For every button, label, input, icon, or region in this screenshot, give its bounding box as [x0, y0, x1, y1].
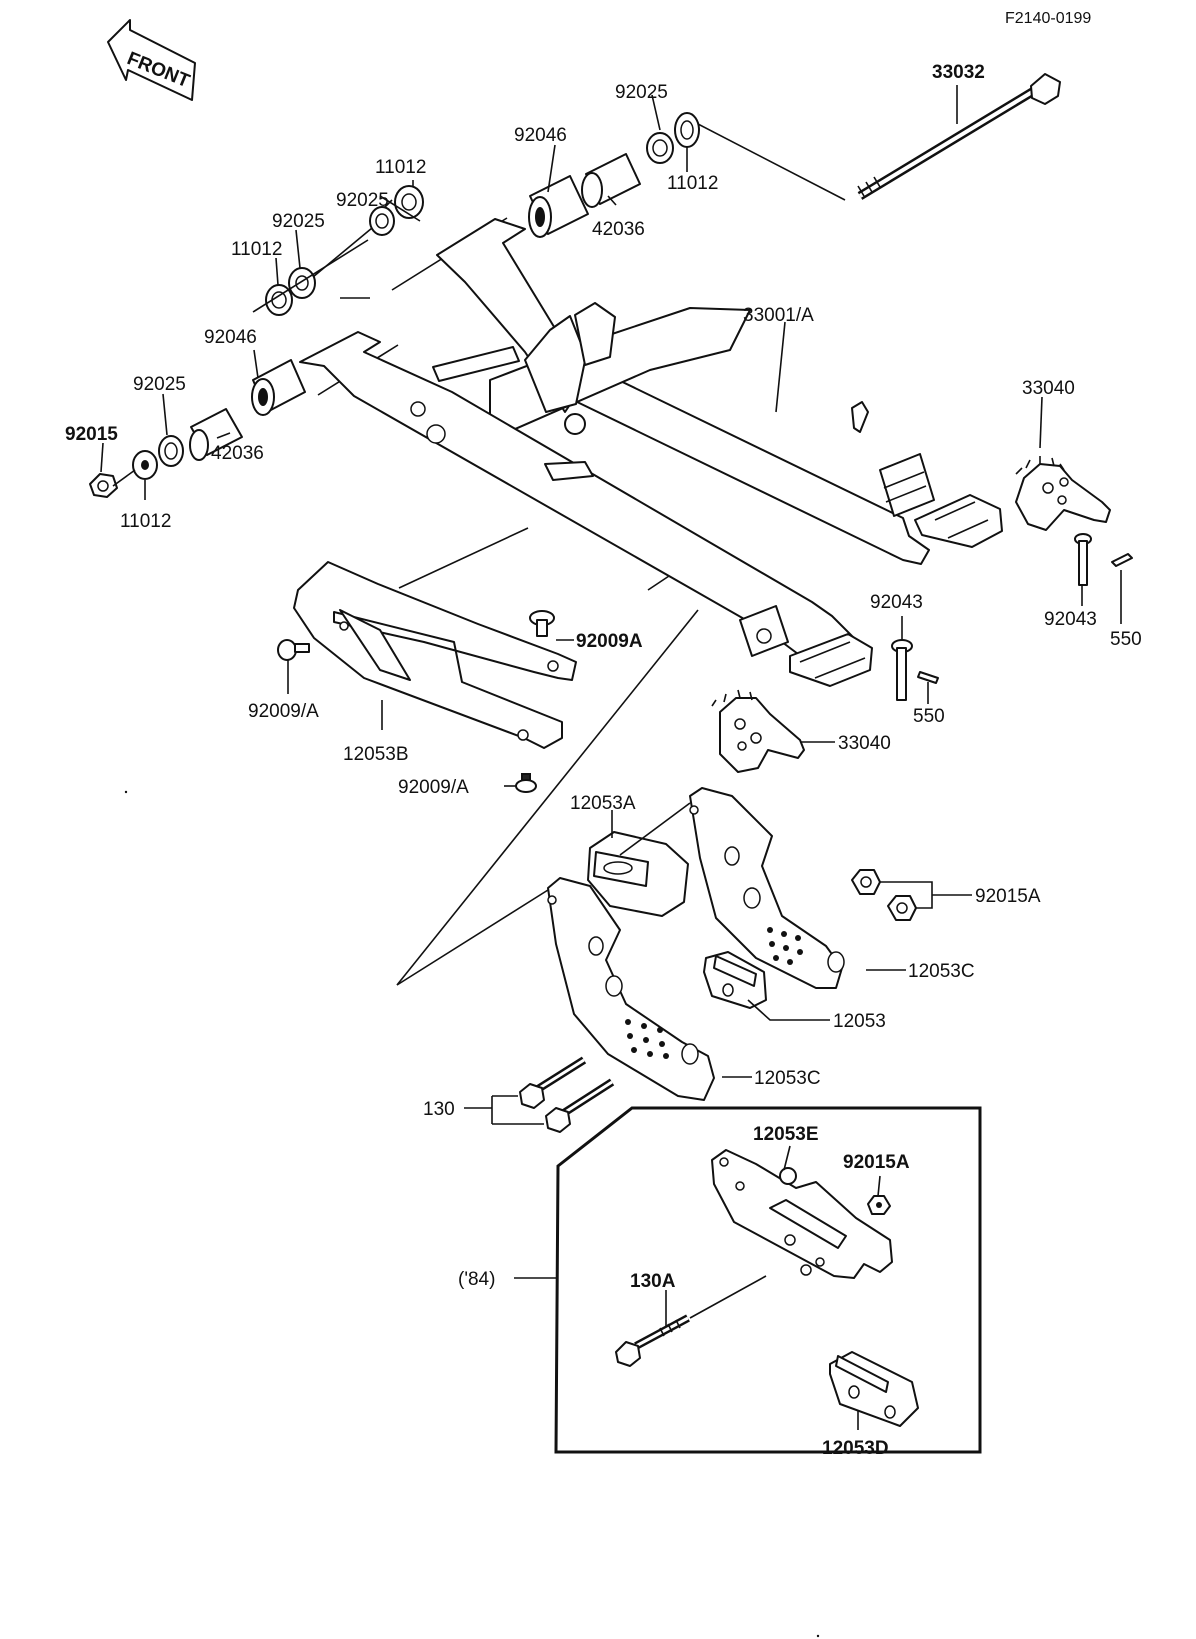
guide-12053e — [711, 1149, 893, 1279]
upper-pivot-parts — [528, 112, 700, 238]
label-11012-bottom: 11012 — [120, 511, 171, 532]
inset-box-84 — [554, 1106, 982, 1454]
guide-block-12053a — [587, 831, 689, 917]
pivot-axle-33032 — [857, 73, 1061, 200]
adjuster-pin-mid — [891, 639, 939, 701]
lower-pivot-parts — [89, 359, 306, 498]
adjuster-pin-right — [1074, 533, 1133, 586]
label-92043-right: 92043 — [1044, 609, 1097, 630]
label-33040-right: 33040 — [1022, 378, 1075, 399]
label-550-mid: 550 — [913, 706, 945, 727]
label-84: ('84) — [458, 1269, 495, 1290]
bolt-92009a-top — [529, 610, 555, 637]
label-92025-mid: 92025 — [336, 190, 389, 211]
label-92009a-low: 92009/A — [398, 777, 469, 798]
label-12053b: 12053B — [343, 744, 409, 765]
label-42036-left: 42036 — [211, 443, 264, 464]
bolt-92009a-left — [277, 639, 310, 661]
nuts-92015a — [851, 869, 917, 921]
guide-plate-12053c-upper — [689, 787, 845, 989]
front-arrow-icon: FRONT — [107, 19, 196, 101]
bolts-130 — [519, 1056, 615, 1133]
label-92025-left: 92025 — [272, 211, 325, 232]
bolt-130a — [615, 1314, 690, 1367]
label-12053d: 12053D — [822, 1438, 889, 1459]
guide-block-12053 — [703, 951, 767, 1009]
label-92015a: 92015A — [975, 886, 1041, 907]
label-33040-mid: 33040 — [838, 733, 891, 754]
label-92015a-box: 92015A — [843, 1152, 910, 1173]
label-92046-left: 92046 — [204, 327, 257, 348]
label-12053e: 12053E — [753, 1124, 819, 1145]
label-92009a: 92009A — [576, 631, 643, 652]
label-12053: 12053 — [833, 1011, 886, 1032]
drawing-code: F2140-0199 — [1005, 10, 1091, 27]
label-130: 130 — [423, 1099, 455, 1120]
label-33032: 33032 — [932, 62, 985, 83]
nut-92015a-box — [867, 1195, 891, 1215]
label-92046-top: 92046 — [514, 125, 567, 146]
label-11012-left: 11012 — [231, 239, 282, 260]
label-92025-low: 92025 — [133, 374, 186, 395]
label-92043-mid: 92043 — [870, 592, 923, 613]
bolt-92009a-low — [515, 773, 537, 793]
label-92009a-left: 92009/A — [248, 701, 319, 722]
label-550-right: 550 — [1110, 629, 1142, 650]
label-11012-mid: 11012 — [375, 157, 426, 178]
label-92015: 92015 — [65, 424, 118, 445]
label-12053c-lower: 12053C — [754, 1068, 821, 1089]
chain-adjuster-33040-right — [1015, 456, 1111, 531]
label-33001a: 33001/A — [743, 305, 814, 326]
label-11012-top-right: 11012 — [667, 173, 718, 194]
label-42036-top: 42036 — [592, 219, 645, 240]
guide-block-12053d — [829, 1351, 919, 1427]
label-12053c-upper: 12053C — [908, 961, 975, 982]
swingarm-33001a — [299, 218, 1003, 687]
label-12053a: 12053A — [570, 793, 636, 814]
guide-plate-12053c-lower — [547, 877, 715, 1101]
label-92025-top: 92025 — [615, 82, 668, 103]
chain-adjuster-33040-mid — [711, 689, 805, 773]
label-130a: 130A — [630, 1271, 676, 1292]
chain-guard-12053b — [293, 561, 577, 749]
